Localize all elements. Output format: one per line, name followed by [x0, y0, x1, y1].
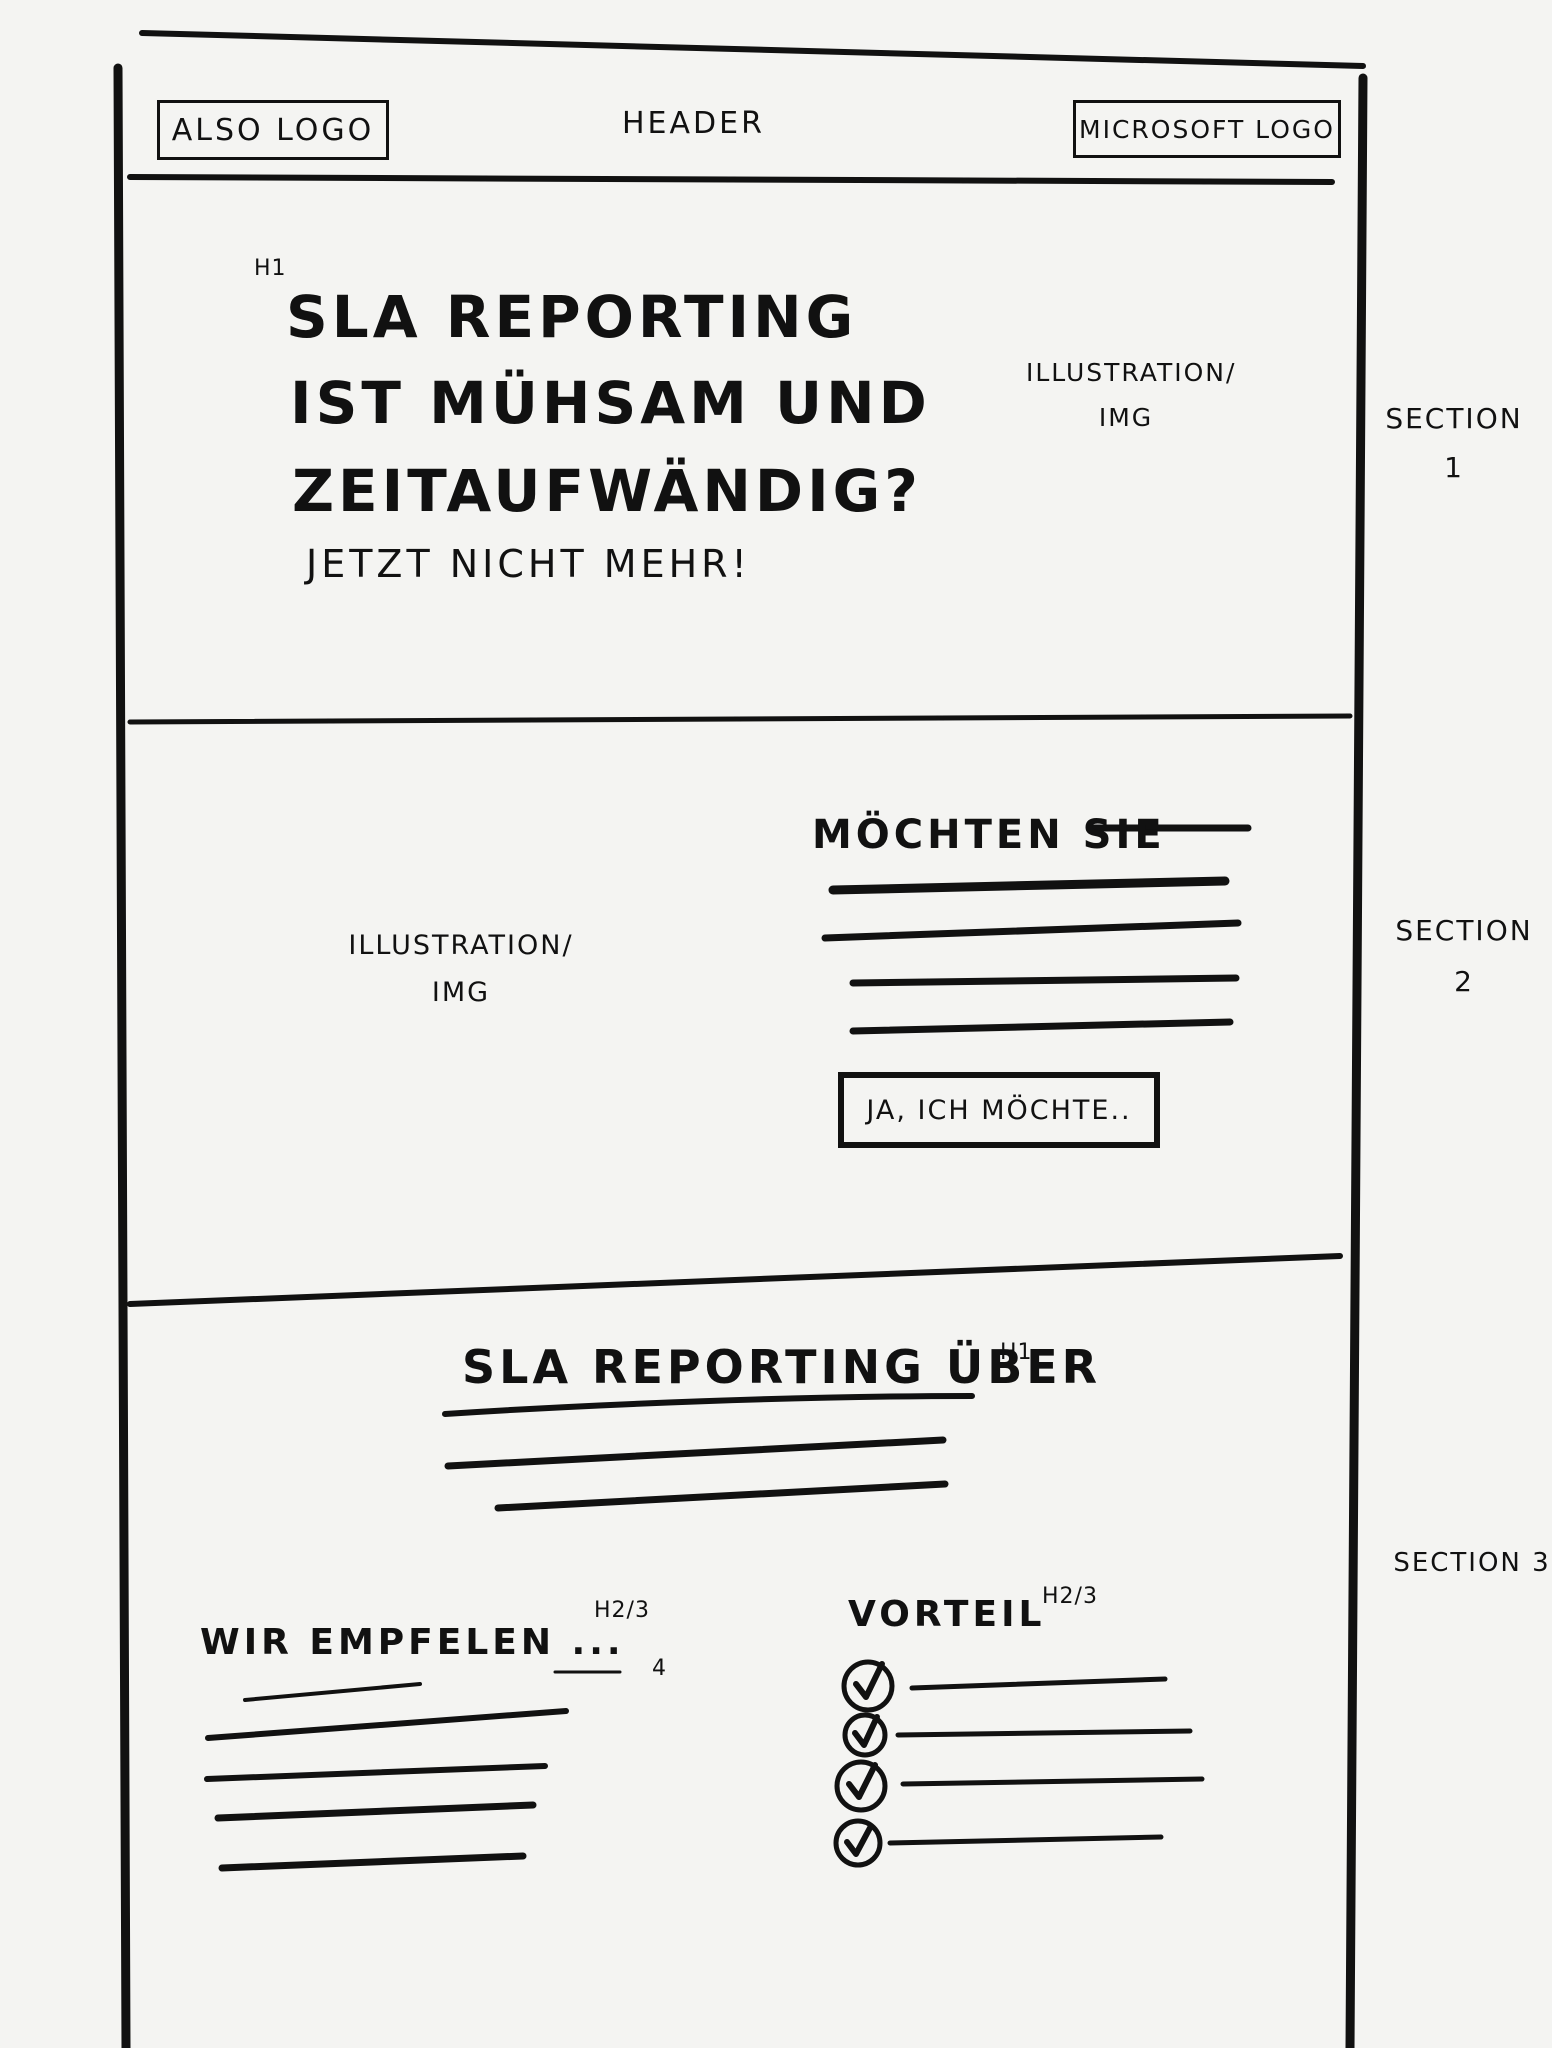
header-title: HEADER: [622, 106, 765, 141]
s3-benefit-line-3: [900, 1776, 1205, 1787]
check-circle-icon: [834, 1759, 888, 1813]
image-placeholder-label: IMG: [431, 977, 491, 1008]
hero-headline-line-2: IST MÜHSAM UND: [290, 369, 931, 437]
s3-text-line-1: [444, 1436, 947, 1470]
also-logo-placeholder: ALSO LOGO: [157, 100, 389, 160]
s3-left-line-3: [214, 1801, 537, 1822]
s3-text-line-2: [494, 1480, 949, 1512]
frame-right-line: [1345, 73, 1368, 2048]
image-placeholder-label: ILLUSTRATION/: [1026, 358, 1237, 387]
s3-benefit-line-1: [909, 1676, 1168, 1691]
recommend-heading-marker: H2/3: [594, 1598, 650, 1623]
section3-heading: SLA REPORTING ÜBER: [462, 1340, 1102, 1394]
section-1-label: SECTION 1: [1384, 402, 1524, 484]
s2-text-line-3: [849, 974, 1240, 987]
section-label-number: 2: [1454, 965, 1474, 998]
recommend-heading-marker-small: 4: [652, 1656, 667, 1681]
section-2-label: SECTION 2: [1394, 914, 1534, 998]
s3-benefit-line-2: [895, 1728, 1193, 1738]
frame-left-line: [113, 63, 131, 2048]
s3-left-line-1: [205, 1708, 569, 1741]
check-circle-icon: [842, 1712, 888, 1758]
s2-text-line-2: [821, 919, 1242, 942]
section-label-text: SECTION: [1385, 402, 1523, 435]
benefits-heading-marker: H2/3: [1042, 1584, 1098, 1609]
hero-subline: JETZT NICHT MEHR!: [306, 542, 751, 586]
section2-image-placeholder: ILLUSTRATION/ IMG: [346, 930, 576, 1008]
check-circle-icon: [841, 1659, 895, 1713]
section2-divider: [127, 1253, 1343, 1307]
hero-headline-line-3: ZEITAUFWÄNDIG?: [292, 457, 922, 525]
s3-left-line-2: [204, 1763, 548, 1782]
check-circle-icon: [833, 1818, 883, 1868]
s3-left-line-4: [218, 1852, 527, 1872]
image-placeholder-label: ILLUSTRATION/: [348, 930, 574, 961]
s3-benefit-line-4: [887, 1834, 1164, 1846]
s3-heading-underline: [442, 1393, 975, 1417]
cta-button-label: JA, ICH MÖCHTE..: [866, 1094, 1132, 1126]
section2-heading: MÖCHTEN SIE: [812, 812, 1166, 858]
microsoft-logo-label: MICROSOFT LOGO: [1079, 114, 1335, 144]
h1-marker: H1: [254, 256, 287, 281]
s3-left-underline: [243, 1682, 422, 1702]
s2-text-line-4: [849, 1018, 1234, 1035]
section-label-number: 1: [1444, 451, 1464, 484]
section-label-text: SECTION: [1395, 914, 1533, 947]
header-divider: [127, 174, 1335, 185]
also-logo-label: ALSO LOGO: [171, 112, 375, 148]
cta-button[interactable]: JA, ICH MÖCHTE..: [838, 1072, 1160, 1148]
frame-top-line: [139, 30, 1366, 69]
hero-headline-line-1: SLA REPORTING: [286, 283, 858, 351]
recommend-heading: WIR EMPFELEN ...: [200, 1622, 625, 1663]
s2-text-line-1: [828, 876, 1230, 895]
image-placeholder-label: IMG: [1098, 403, 1154, 432]
benefits-heading: VORTEIL: [848, 1594, 1046, 1635]
section1-divider: [127, 713, 1353, 725]
hero-image-placeholder: ILLUSTRATION/ IMG: [1026, 358, 1237, 432]
microsoft-logo-placeholder: MICROSOFT LOGO: [1073, 100, 1341, 158]
section-3-label: SECTION 3: [1393, 1548, 1551, 1578]
section3-heading-marker: H1: [1000, 1340, 1033, 1365]
